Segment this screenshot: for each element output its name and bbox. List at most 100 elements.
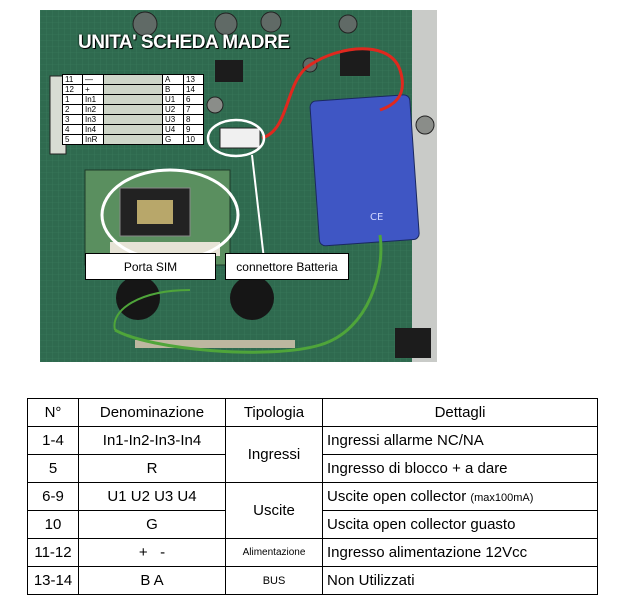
battery-connector (219, 127, 261, 149)
buzzer (116, 276, 160, 320)
capacitor (260, 11, 282, 33)
pin-number-right: 7 (183, 104, 204, 115)
pin-number-right: 8 (183, 114, 204, 125)
pin-label-left: InR (82, 134, 104, 145)
cell-details: Ingressi allarme NC/NA (322, 426, 598, 455)
cell-name: U1 U2 U3 U4 (78, 482, 226, 511)
pin-strip (103, 134, 163, 145)
pin-strip (103, 84, 163, 95)
callout-battery-connector: connettore Batteria (225, 253, 349, 280)
details-note: (max100mA) (470, 492, 534, 504)
pin-strip (103, 74, 163, 85)
pin-label-right: B (162, 84, 184, 95)
ic-chip (340, 50, 370, 76)
sim-contacts (137, 200, 173, 224)
table-row: 11-12 + - Alimentazione Ingresso aliment… (27, 538, 598, 567)
pin-label-right: U1 (162, 94, 184, 105)
table-row: 13-14 B A BUS Non Utilizzati (27, 566, 598, 595)
pin-label-left: In3 (82, 114, 104, 125)
cell-name: B A (78, 566, 226, 595)
cell-type: Alimentazione (225, 538, 323, 567)
pin-number-right: 14 (183, 84, 204, 95)
cell-number: 6-9 (27, 482, 79, 511)
cell-number: 13-14 (27, 566, 79, 595)
battery-pack (309, 94, 420, 247)
header-type: Tipologia (225, 398, 323, 427)
cell-number: 1-4 (27, 426, 79, 455)
table-row: 1-4 In1-In2-In3-In4 Ingressi Ingressi al… (27, 426, 598, 483)
table-row: 6-9 U1 U2 U3 U4 Uscite Uscite open colle… (27, 482, 598, 539)
cell-type: BUS (225, 566, 323, 595)
green-wire (114, 234, 383, 354)
cell-details: Uscita open collector guasto (322, 510, 598, 539)
table-row: 10 G Uscita open collector guasto (27, 510, 598, 539)
cell-details: Uscite open collector (max100mA) (322, 482, 598, 511)
pin-number-left: 2 (62, 104, 83, 115)
cell-details: Ingresso alimentazione 12Vcc (322, 538, 598, 567)
buzzer (230, 276, 274, 320)
cell-name: R (78, 454, 226, 483)
pin-label-left: + (82, 84, 104, 95)
pcb-drawing: CE (40, 10, 437, 362)
cell-name: + - (78, 538, 226, 567)
terminal-spec-table: N° Denominazione Tipologia Dettagli 1-4 … (27, 398, 598, 595)
pin-number-left: 3 (62, 114, 83, 125)
pin-label-right: U3 (162, 114, 184, 125)
regulator (395, 328, 431, 358)
header-name: Denominazione (78, 398, 226, 427)
pin-number-right: 9 (183, 124, 204, 135)
cell-type-group: Ingressi (225, 426, 323, 483)
callout-sim-port: Porta SIM (85, 253, 216, 280)
pin-number-left: 5 (62, 134, 83, 145)
cell-name: In1-In2-In3-In4 (78, 426, 226, 455)
capacitor (214, 12, 238, 36)
pin-label-right: U4 (162, 124, 184, 135)
capacitor (338, 14, 358, 34)
pin-number-left: 11 (62, 74, 83, 85)
ce-mark: CE (370, 212, 383, 223)
connector-highlight (206, 118, 266, 158)
sim-label (110, 242, 220, 256)
red-wire (261, 47, 404, 140)
table-header-row: N° Denominazione Tipologia Dettagli (27, 398, 598, 427)
pin-label-right: A (162, 74, 184, 85)
pin-label-right: G (162, 134, 184, 145)
pin-number-left: 4 (62, 124, 83, 135)
pin-number-right: 13 (183, 74, 204, 85)
pin-label-left: In4 (82, 124, 104, 135)
pin-label-left: — (82, 74, 104, 85)
pin-strip (103, 124, 163, 135)
header-number: N° (27, 398, 79, 427)
cell-name: G (78, 510, 226, 539)
pin-number-right: 6 (183, 94, 204, 105)
pin-label-right: U2 (162, 104, 184, 115)
pin-strip (103, 114, 163, 125)
pin-strip (103, 94, 163, 105)
pin-number-right: 10 (183, 134, 204, 145)
lcd-header (135, 340, 295, 348)
capacitor (206, 96, 224, 114)
pin-number-left: 1 (62, 94, 83, 105)
pin-label-left: In1 (82, 94, 104, 105)
details-text: Uscite open collector (327, 488, 467, 505)
pin-label-left: In2 (82, 104, 104, 115)
cell-details: Non Utilizzati (322, 566, 598, 595)
board-title: UNITA' SCHEDA MADRE (78, 32, 290, 53)
cell-number: 10 (27, 510, 79, 539)
pin-strip (103, 104, 163, 115)
cell-number: 11-12 (27, 538, 79, 567)
pin-number-left: 12 (62, 84, 83, 95)
cell-number: 5 (27, 454, 79, 483)
cell-details: Ingresso di blocco + a dare (322, 454, 598, 483)
capacitor (415, 115, 435, 135)
ic-chip (215, 60, 243, 82)
cell-type-group: Uscite (225, 482, 323, 539)
